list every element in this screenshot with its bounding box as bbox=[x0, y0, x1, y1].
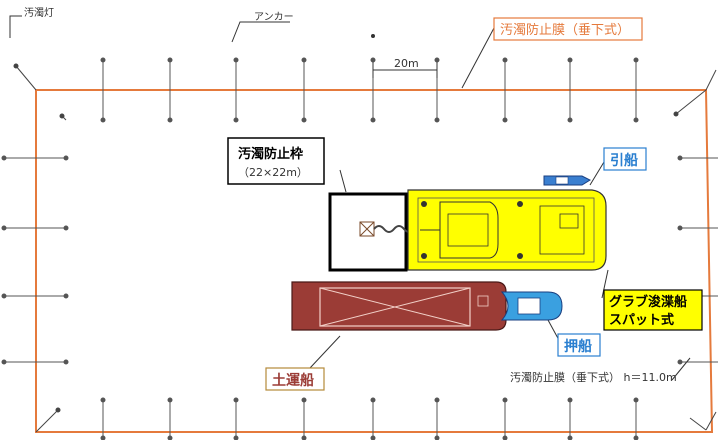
anchor-point bbox=[167, 117, 173, 123]
grab-dredger bbox=[407, 189, 607, 271]
spacing-dimension bbox=[371, 34, 438, 78]
frame-size: （22×22m） bbox=[238, 166, 308, 179]
silt-curtain-label: 汚濁防止膜（垂下式） bbox=[500, 22, 630, 38]
frame-title: 汚濁防止枠 bbox=[238, 146, 303, 162]
earth-barge bbox=[291, 281, 507, 331]
anchor-point bbox=[633, 57, 639, 63]
anchor-point bbox=[370, 57, 376, 63]
silt-curtain-boundary bbox=[35, 89, 714, 433]
anchor-point bbox=[1, 359, 7, 365]
anchor-point bbox=[434, 397, 440, 403]
tug-boat bbox=[543, 175, 592, 186]
anchor-point bbox=[233, 435, 239, 440]
anchor-point bbox=[434, 57, 440, 63]
anchor-point bbox=[233, 397, 239, 403]
barge-label: 土運船 bbox=[272, 372, 314, 389]
anchor-point bbox=[63, 155, 69, 161]
anchor-point bbox=[1, 155, 7, 161]
anchor-point bbox=[233, 117, 239, 123]
silt-curtain-callout: 汚濁防止膜（垂下式） bbox=[493, 17, 643, 41]
anchor-point bbox=[502, 435, 508, 440]
corner-anchors bbox=[13, 63, 717, 433]
tug-callout: 引船 bbox=[603, 147, 647, 171]
light-buoy-label: 汚濁灯 bbox=[24, 6, 54, 19]
anchor-point bbox=[434, 117, 440, 123]
anchor-point bbox=[370, 435, 376, 440]
tug-label: 引船 bbox=[610, 152, 638, 169]
dredger-label-line2: スパット式 bbox=[609, 312, 674, 328]
anchor-point bbox=[167, 57, 173, 63]
anchor-point bbox=[567, 57, 573, 63]
frame-callout: 汚濁防止枠 （22×22m） bbox=[227, 137, 325, 185]
anchor-point bbox=[370, 397, 376, 403]
anchor-point bbox=[100, 397, 106, 403]
anchor-point bbox=[100, 57, 106, 63]
anchor-point bbox=[677, 155, 683, 161]
pusher-boat bbox=[500, 291, 563, 321]
anchor-point bbox=[63, 225, 69, 231]
anchor-point bbox=[301, 117, 307, 123]
anchor-point bbox=[167, 397, 173, 403]
barge-callout: 土運船 bbox=[265, 367, 325, 391]
anchor-point bbox=[677, 359, 683, 365]
anchor-point bbox=[502, 397, 508, 403]
anchor-point bbox=[633, 397, 639, 403]
anchor-point bbox=[63, 359, 69, 365]
anchor-point bbox=[502, 117, 508, 123]
anchor-point bbox=[301, 397, 307, 403]
anchor-point bbox=[233, 57, 239, 63]
anchor-point bbox=[370, 117, 376, 123]
anchor-point bbox=[567, 117, 573, 123]
pusher-label: 押船 bbox=[564, 338, 592, 355]
anchor-point bbox=[167, 435, 173, 440]
spacing-label: 20m bbox=[394, 57, 419, 70]
dredger-callout: グラブ浚渫船 スパット式 bbox=[603, 289, 703, 331]
anchor-point bbox=[301, 57, 307, 63]
anchor-point bbox=[633, 117, 639, 123]
mooring-lines bbox=[1, 57, 718, 440]
anchor-point bbox=[567, 435, 573, 440]
anchor-point bbox=[677, 225, 683, 231]
curtain-spec-label: 汚濁防止膜（垂下式） h＝11.0m bbox=[510, 370, 677, 384]
anchor-point bbox=[502, 57, 508, 63]
anchor-point bbox=[633, 435, 639, 440]
anchor-point bbox=[1, 225, 7, 231]
label-leaders bbox=[9, 15, 691, 381]
anchor-point bbox=[434, 435, 440, 440]
anchor-point bbox=[1, 293, 7, 299]
anchor-point bbox=[100, 435, 106, 440]
anchor-point bbox=[63, 293, 69, 299]
anchor-label: アンカー bbox=[254, 11, 294, 23]
anchor-point bbox=[301, 435, 307, 440]
pusher-callout: 押船 bbox=[557, 333, 601, 357]
dredger-label-line1: グラブ浚渫船 bbox=[609, 294, 687, 310]
anchor-point bbox=[100, 117, 106, 123]
anchor-point bbox=[567, 397, 573, 403]
